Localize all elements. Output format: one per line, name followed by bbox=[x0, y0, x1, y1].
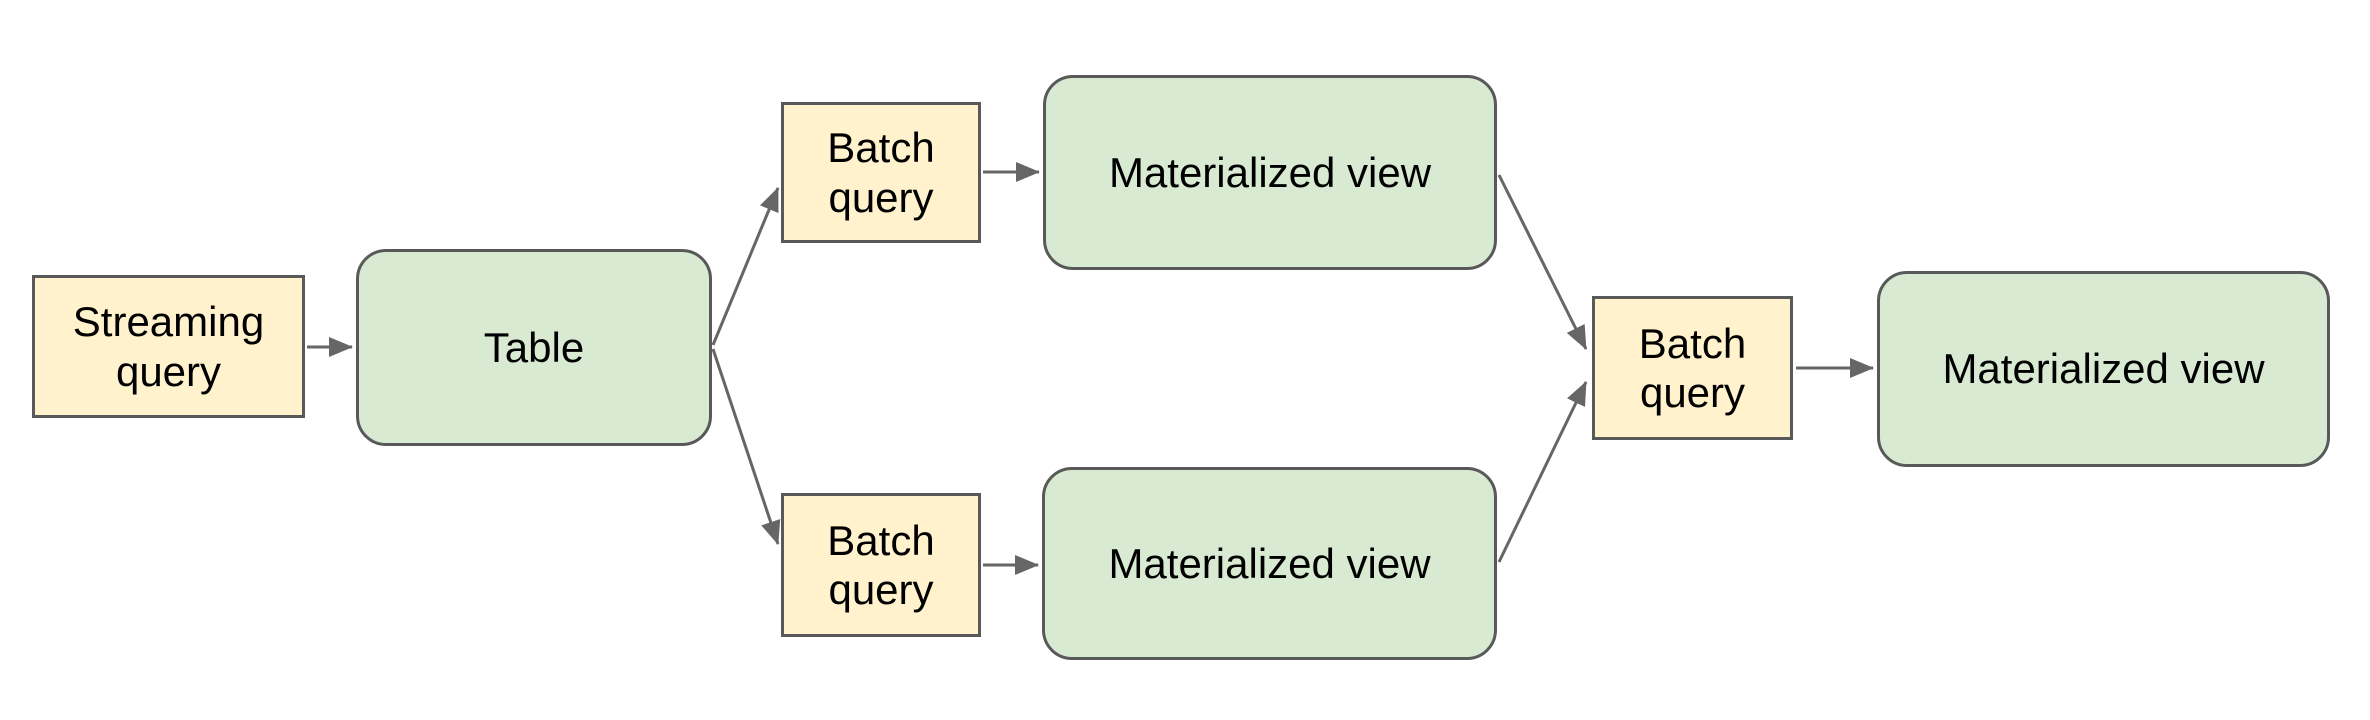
node-materialized-view-top: Materialized view bbox=[1043, 75, 1497, 270]
edge-table-to-batch-query-top bbox=[711, 187, 780, 346]
node-batch-query-top-label: Batch query bbox=[827, 124, 935, 221]
node-materialized-view-top-label: Materialized view bbox=[1108, 148, 1432, 196]
edge-materialized-view-top-to-batch-query-final bbox=[1497, 174, 1588, 350]
node-table: Table bbox=[356, 249, 712, 446]
node-materialized-view-final-label: Materialized view bbox=[1942, 345, 2265, 393]
node-batch-query-bottom: Batch query bbox=[781, 493, 981, 637]
node-batch-query-bottom-label: Batch query bbox=[827, 516, 935, 613]
node-batch-query-top: Batch query bbox=[781, 102, 981, 243]
node-streaming-query: Streaming query bbox=[32, 275, 305, 418]
node-materialized-view-bottom-label: Materialized view bbox=[1108, 539, 1431, 587]
edge-table-to-batch-query-bottom bbox=[711, 348, 781, 545]
node-streaming-query-label: Streaming query bbox=[72, 298, 265, 395]
node-batch-query-final: Batch query bbox=[1592, 296, 1793, 440]
node-materialized-view-bottom: Materialized view bbox=[1042, 467, 1497, 660]
node-materialized-view-final: Materialized view bbox=[1877, 271, 2330, 467]
edge-materialized-view-bottom-to-batch-query-final bbox=[1497, 381, 1588, 563]
node-table-label: Table bbox=[483, 323, 585, 371]
node-batch-query-final-label: Batch query bbox=[1638, 319, 1747, 416]
